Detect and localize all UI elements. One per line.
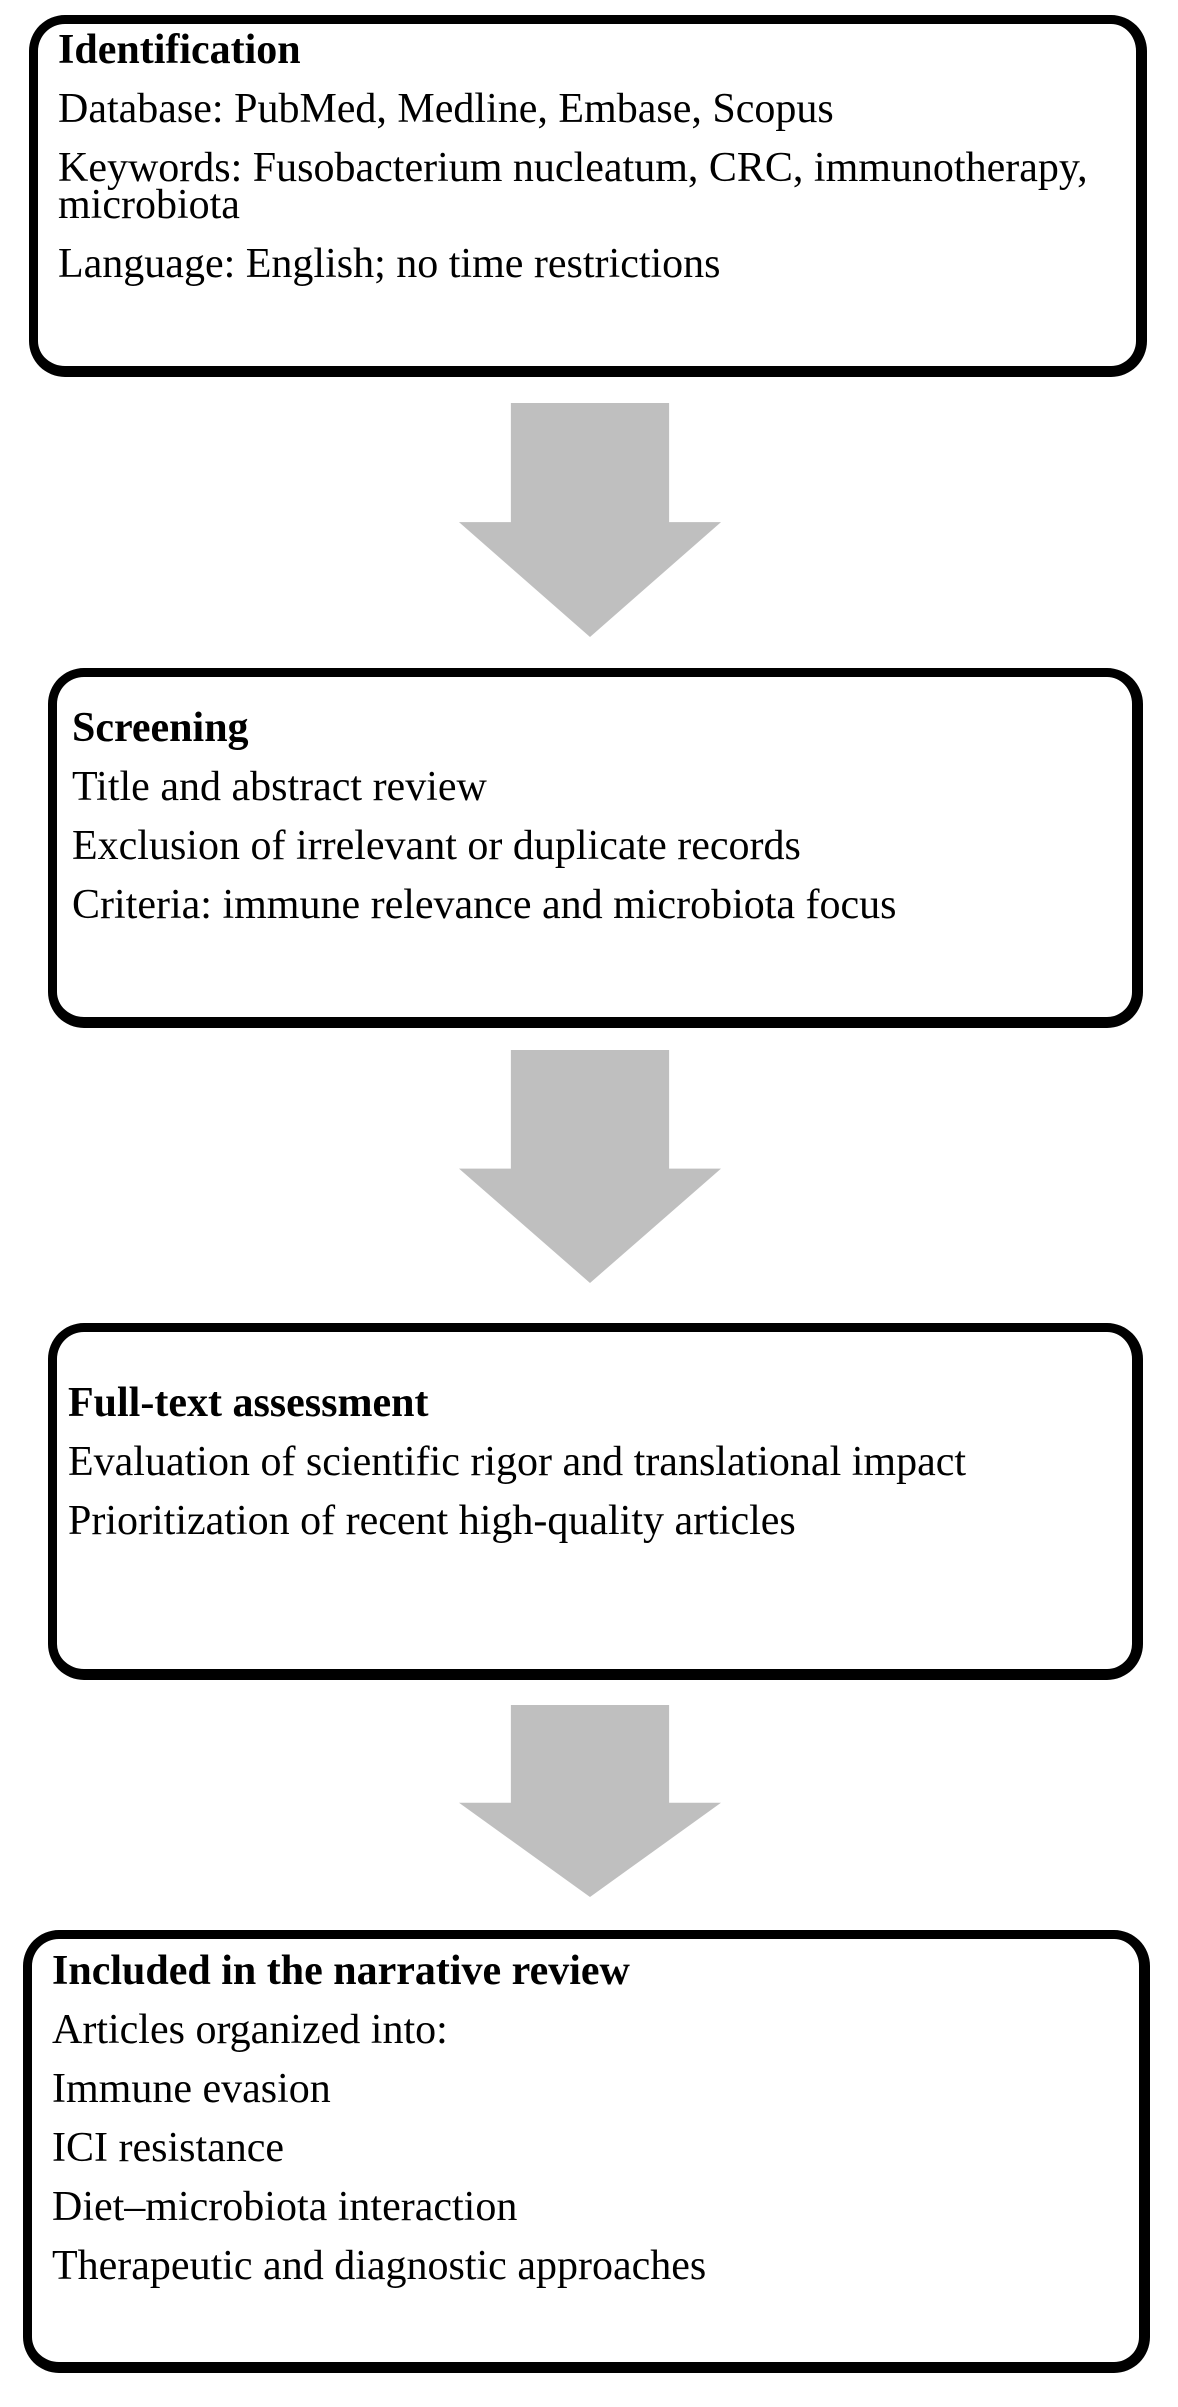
included-line-therapeutic: Therapeutic and diagnostic approaches	[52, 2243, 707, 2289]
screening-line-review: Title and abstract review	[72, 764, 487, 810]
identification-line-databases: Database: PubMed, Medline, Embase, Scopu…	[58, 86, 834, 132]
included-line-diet-microbiota: Diet–microbiota interaction	[52, 2184, 518, 2230]
identification-box: Identification Database: PubMed, Medline…	[29, 15, 1147, 377]
identification-title: Identification	[58, 27, 301, 73]
fulltext-line-evaluation: Evaluation of scientific rigor and trans…	[68, 1439, 967, 1485]
included-review-box: Included in the narrative review Article…	[23, 1930, 1150, 2373]
down-arrow-icon	[459, 1705, 721, 1897]
included-line-organized: Articles organized into:	[52, 2007, 448, 2053]
screening-line-criteria: Criteria: immune relevance and microbiot…	[72, 882, 897, 928]
fulltext-line-prioritization: Prioritization of recent high-quality ar…	[68, 1498, 796, 1544]
down-arrow-icon	[459, 403, 721, 637]
identification-line-language: Language: English; no time restrictions	[58, 241, 721, 287]
identification-line-keywords: Keywords: Fusobacterium nucleatum, CRC, …	[58, 145, 1088, 228]
down-arrow-icon	[459, 1050, 721, 1283]
included-line-ici-resistance: ICI resistance	[52, 2125, 285, 2171]
fulltext-assessment-title: Full-text assessment	[68, 1380, 429, 1426]
fulltext-assessment-box: Full-text assessment Evaluation of scien…	[48, 1323, 1143, 1680]
screening-title: Screening	[72, 705, 249, 751]
screening-line-exclusion: Exclusion of irrelevant or duplicate rec…	[72, 823, 801, 869]
screening-box: Screening Title and abstract review Excl…	[48, 668, 1143, 1028]
included-review-title: Included in the narrative review	[52, 1948, 630, 1994]
included-line-immune-evasion: Immune evasion	[52, 2066, 331, 2112]
